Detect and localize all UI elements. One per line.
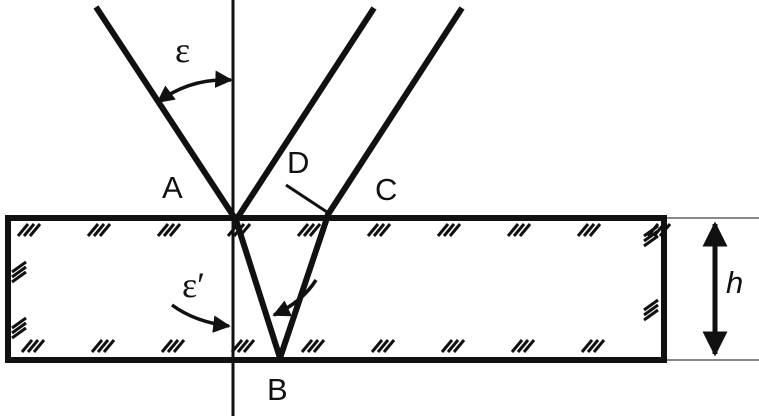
hatch-mark — [366, 223, 380, 237]
hatch-mark — [32, 339, 46, 353]
hatch-mark — [518, 223, 532, 237]
hatch-mark — [446, 339, 460, 353]
hatch-mark — [643, 224, 659, 238]
emergent-ray-c — [324, 6, 465, 218]
angle-arc-b — [272, 279, 318, 317]
hatch-mark — [586, 339, 600, 353]
hatch-mark — [510, 339, 524, 353]
hatch-mark — [98, 223, 112, 237]
label-a: A — [162, 170, 183, 205]
hatch-mark — [22, 223, 36, 237]
hatch-mark — [643, 229, 659, 243]
hatch-mark — [242, 339, 256, 353]
hatch-mark — [160, 339, 174, 353]
hatch-mark — [436, 223, 450, 237]
hatch-mark — [452, 339, 466, 353]
hatch-mark — [90, 339, 104, 353]
hatch-mark — [168, 223, 182, 237]
hatch-mark — [166, 339, 180, 353]
hatch-mark — [28, 223, 42, 237]
hatch-mark — [11, 326, 27, 340]
hatch-mark — [516, 339, 530, 353]
label-c: C — [375, 172, 397, 207]
hatch-mark — [20, 339, 34, 353]
hatch-mark — [580, 339, 594, 353]
label-epsilon: ε — [175, 30, 190, 70]
hatch-mark — [658, 223, 672, 237]
label-h: h — [726, 265, 743, 300]
hatch-mark — [512, 223, 526, 237]
hatch-mark — [156, 223, 170, 237]
hatch-mark — [300, 339, 314, 353]
hatch-mark — [312, 339, 326, 353]
hatch-mark — [11, 260, 27, 274]
hatch-mark — [643, 298, 659, 312]
hatch-mark — [592, 339, 606, 353]
hatch-mark — [11, 316, 27, 330]
hatch-mark — [162, 223, 176, 237]
hatch-mark — [26, 339, 40, 353]
hatch-mark — [643, 234, 659, 248]
internal-ray-bc — [277, 217, 330, 359]
hatch-mark — [11, 321, 27, 335]
incident-ray — [93, 5, 239, 222]
reflected-ray-a — [233, 6, 377, 222]
hatch-mark — [378, 223, 392, 237]
angle-arc-incident — [156, 70, 233, 104]
hatch-mark — [16, 223, 30, 237]
angle-arc-refracted — [170, 303, 231, 333]
hatch-mark — [11, 270, 27, 284]
hatch-mark — [306, 339, 320, 353]
label-epsilon-prime: ε′ — [182, 265, 205, 305]
hatch-mark — [506, 223, 520, 237]
hatch-mark — [382, 339, 396, 353]
hatch-mark — [86, 223, 100, 237]
label-b: B — [267, 372, 288, 407]
hatch-mark — [230, 339, 244, 353]
hatch-mark — [172, 339, 186, 353]
hatch-mark — [370, 339, 384, 353]
hatch-mark — [448, 223, 462, 237]
hatch-mark — [582, 223, 596, 237]
hatch-mark — [442, 223, 456, 237]
refracted-ray-ab — [233, 219, 283, 359]
hatch-mark — [96, 339, 110, 353]
hatch-mark — [372, 223, 386, 237]
hatch-mark — [440, 339, 454, 353]
hatch-mark — [92, 223, 106, 237]
hatch-mark — [236, 339, 250, 353]
hatch-mark — [376, 339, 390, 353]
hatch-mark — [522, 339, 536, 353]
hatch-mark — [588, 223, 602, 237]
hatch-mark — [576, 223, 590, 237]
hatch-mark — [302, 223, 316, 237]
surface-hatching — [11, 223, 672, 353]
hatch-mark — [643, 308, 659, 322]
film-slab — [5, 215, 667, 363]
hatch-mark — [11, 265, 27, 279]
hatch-mark — [643, 303, 659, 317]
wavefront-dc — [285, 183, 331, 216]
hatch-mark — [296, 223, 310, 237]
hatch-mark — [102, 339, 116, 353]
label-d: D — [287, 145, 309, 180]
hatch-mark — [308, 223, 322, 237]
